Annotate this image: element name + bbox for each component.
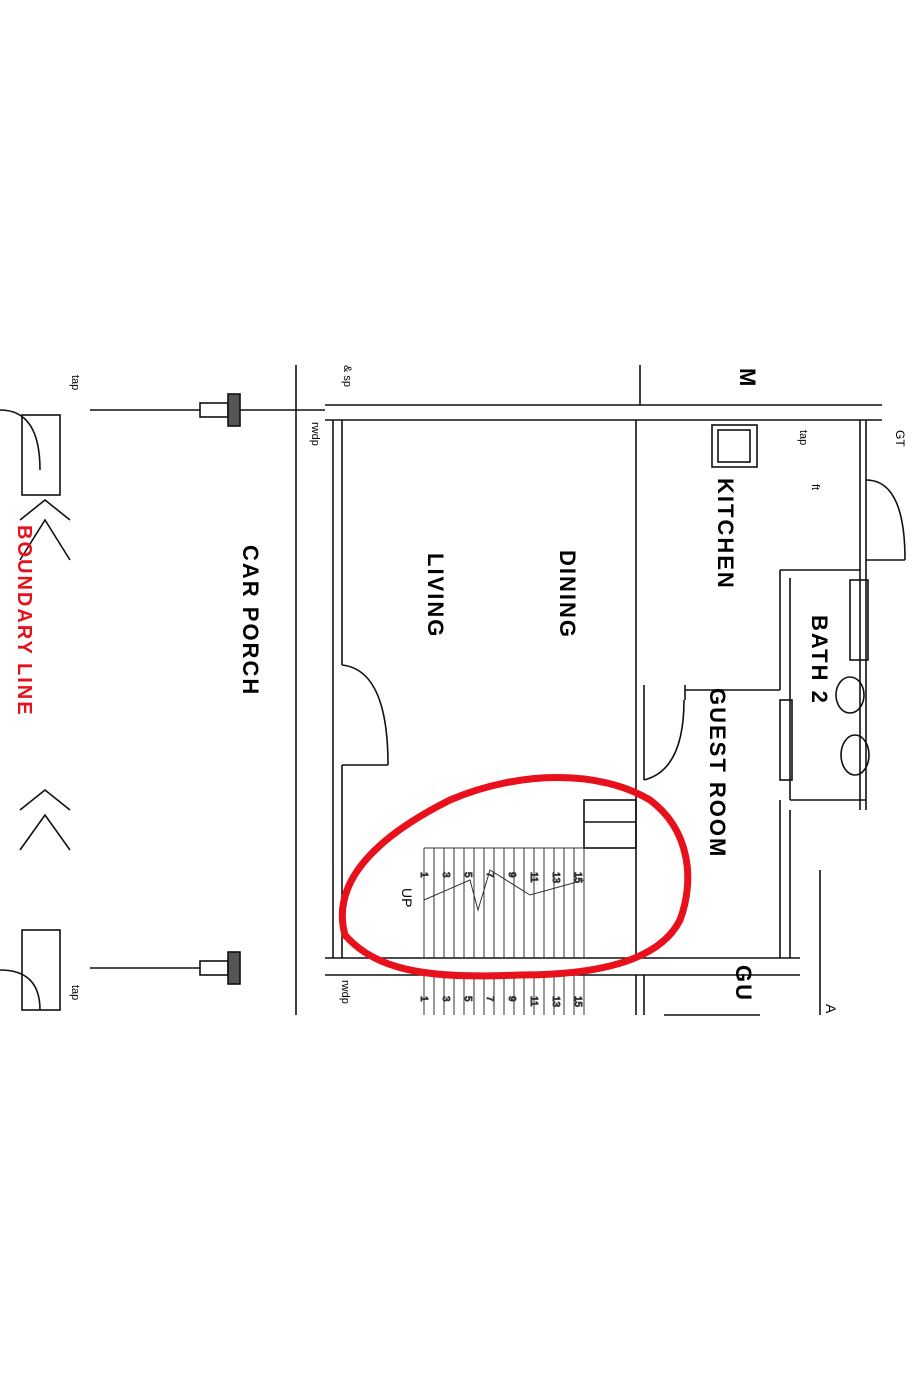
tap-label-top: tap [69,375,81,390]
stair-number: 7 [484,872,495,878]
stair-number-lower: 5 [462,996,473,1002]
stair-number: 11 [528,872,539,883]
stair-number: 5 [462,872,473,878]
stair-number-lower: 9 [506,996,517,1002]
room-label-top-partial: M [735,368,760,388]
plan-lines [0,365,906,1016]
stair-number-lower: 1 [418,996,429,1002]
stair-number-lower: 13 [550,996,561,1008]
room-label-guest-room: GUEST ROOM [705,688,730,858]
tap-label-kitchen: tap [797,430,809,445]
room-label-kitchen: KITCHEN [713,478,738,590]
sp-label: & sp [341,365,353,387]
stair-number: 9 [506,872,517,878]
rwdp-label-bottom: rwdp [339,980,351,1004]
ft-label-kitchen: ft [809,484,821,490]
tap-label-bottom: tap [69,985,81,1000]
room-label-bath-2: BATH 2 [807,615,832,705]
room-label-dining: DINING [555,550,580,639]
room-label-car-porch: CAR PORCH [238,545,263,696]
red-annotation-circle [338,774,692,980]
stair-number: 15 [572,872,583,884]
gt-label: GT [893,430,907,447]
stair-number: 1 [418,872,429,878]
stair-number-lower: 11 [528,996,539,1007]
rwdp-label-top: rwdp [309,422,321,446]
stair-up-label: UP [399,888,415,907]
stair-break-line [423,869,585,912]
room-label-guest-partial: GU [731,965,756,1002]
a-partial-label: A [823,1004,839,1014]
boundary-line-label: BOUNDARY LINE [13,525,35,717]
stair-number-lower: 3 [440,996,451,1002]
stair-number-lower: 7 [484,996,495,1002]
room-label-living: LIVING [423,553,448,638]
stair-number: 3 [440,872,451,878]
stair-number-lower: 15 [572,996,583,1008]
stair-number: 13 [550,872,561,884]
